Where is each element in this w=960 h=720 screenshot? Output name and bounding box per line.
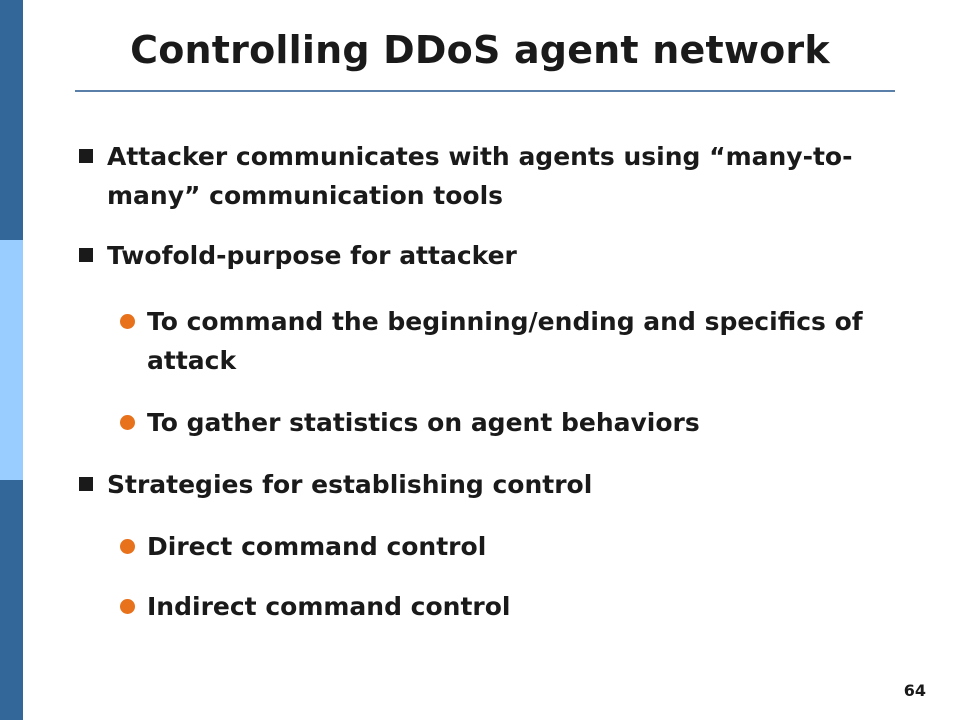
sub-bullet-item: To command the beginning/ending and spec… [120, 302, 887, 380]
bullet-text: Direct command control [147, 532, 487, 561]
title-underline [75, 90, 895, 92]
left-bar-segment-middle [0, 240, 23, 480]
bullet-text: To gather statistics on agent behaviors [147, 408, 700, 437]
bullet-text: Attacker communicates with agents using … [107, 142, 853, 210]
square-bullet-icon [79, 477, 93, 491]
square-bullet-icon [79, 149, 93, 163]
bullet-text: Indirect command control [147, 592, 511, 621]
left-accent-bar [0, 0, 23, 720]
sub-bullet-item: Indirect command control [120, 587, 887, 626]
bullet-item: Attacker communicates with agents using … [79, 137, 907, 215]
bullet-text: Strategies for establishing control [107, 470, 593, 499]
left-bar-segment-bottom [0, 480, 23, 720]
left-bar-segment-top [0, 0, 23, 240]
square-bullet-icon [79, 248, 93, 262]
circle-bullet-icon [120, 539, 135, 554]
sub-bullet-item: To gather statistics on agent behaviors [120, 403, 887, 442]
page-number: 64 [903, 681, 926, 700]
bullet-text: Twofold-purpose for attacker [107, 241, 517, 270]
circle-bullet-icon [120, 599, 135, 614]
bullet-item: Strategies for establishing control [79, 465, 907, 504]
slide-title: Controlling DDoS agent network [130, 28, 830, 72]
bullet-text: To command the beginning/ending and spec… [147, 307, 863, 375]
bullet-item: Twofold-purpose for attacker [79, 236, 907, 275]
circle-bullet-icon [120, 314, 135, 329]
circle-bullet-icon [120, 415, 135, 430]
sub-bullet-item: Direct command control [120, 527, 887, 566]
